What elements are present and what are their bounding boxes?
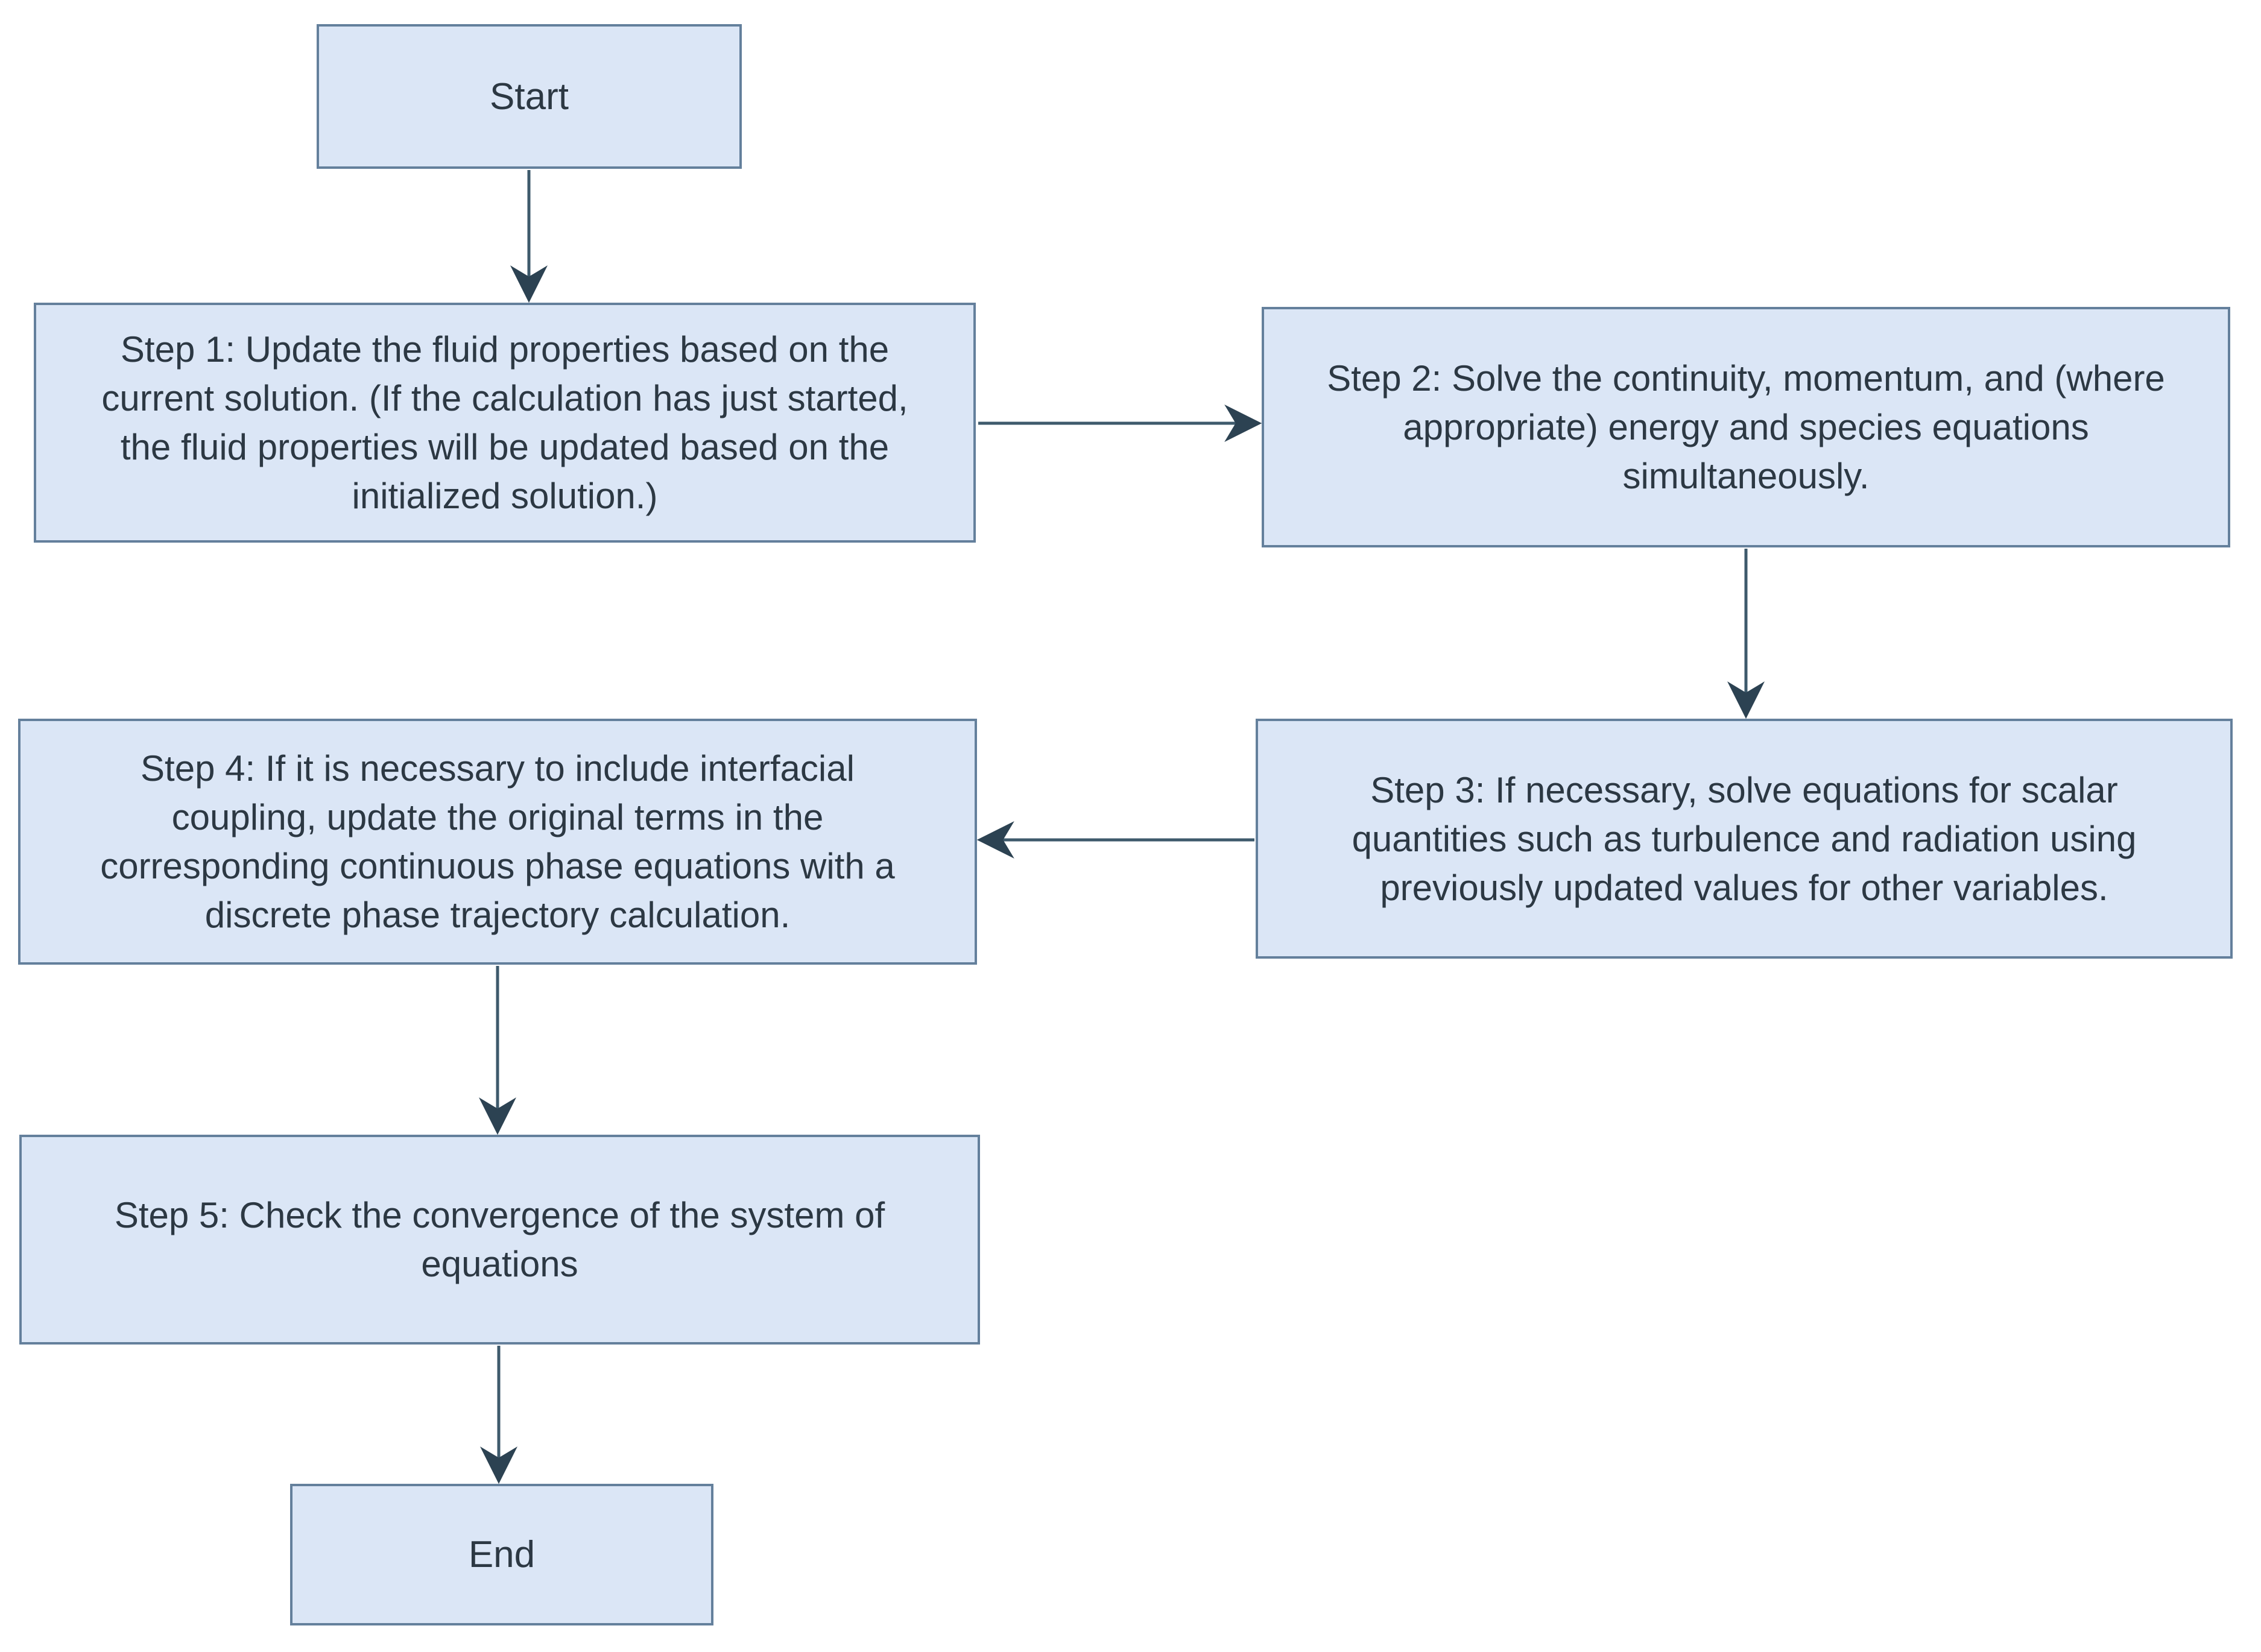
node-step2: Step 2: Solve the continuity, momentum, … — [1262, 307, 2230, 547]
node-step3-label: Step 3: If necessary, solve equations fo… — [1352, 769, 2137, 908]
node-step5-label: Step 5: Check the convergence of the sys… — [114, 1195, 885, 1284]
node-end: End — [290, 1484, 713, 1625]
node-step5: Step 5: Check the convergence of the sys… — [19, 1135, 980, 1345]
node-step1: Step 1: Update the fluid properties base… — [34, 303, 976, 543]
node-step2-label: Step 2: Solve the continuity, momentum, … — [1327, 358, 2165, 496]
node-end-label: End — [468, 1534, 536, 1575]
node-step3: Step 3: If necessary, solve equations fo… — [1256, 719, 2233, 959]
node-step4-label: Step 4: If it is necessary to include in… — [100, 748, 895, 935]
node-step1-label: Step 1: Update the fluid properties base… — [101, 329, 908, 516]
node-step4: Step 4: If it is necessary to include in… — [18, 719, 977, 965]
node-start-label: Start — [490, 75, 569, 118]
node-start: Start — [317, 24, 742, 169]
